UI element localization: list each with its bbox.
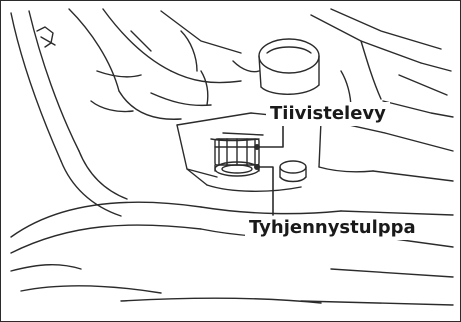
- drain-plug-callout-label: Tyhjennystulppa: [245, 216, 420, 240]
- transmission-housing: [311, 9, 453, 117]
- side-fitting: [280, 161, 306, 182]
- drain-plug-marker-dot: [254, 164, 260, 170]
- frame-member: [11, 11, 127, 216]
- engine-block: [69, 9, 241, 119]
- hose-clip-part: [37, 27, 55, 47]
- gasket-marker-dot: [254, 144, 260, 150]
- drain-plug: [215, 139, 259, 176]
- gasket-callout-label: Tiivistelevy: [266, 102, 390, 126]
- callout-leaders: [257, 123, 283, 215]
- cylindrical-boss: [233, 39, 319, 94]
